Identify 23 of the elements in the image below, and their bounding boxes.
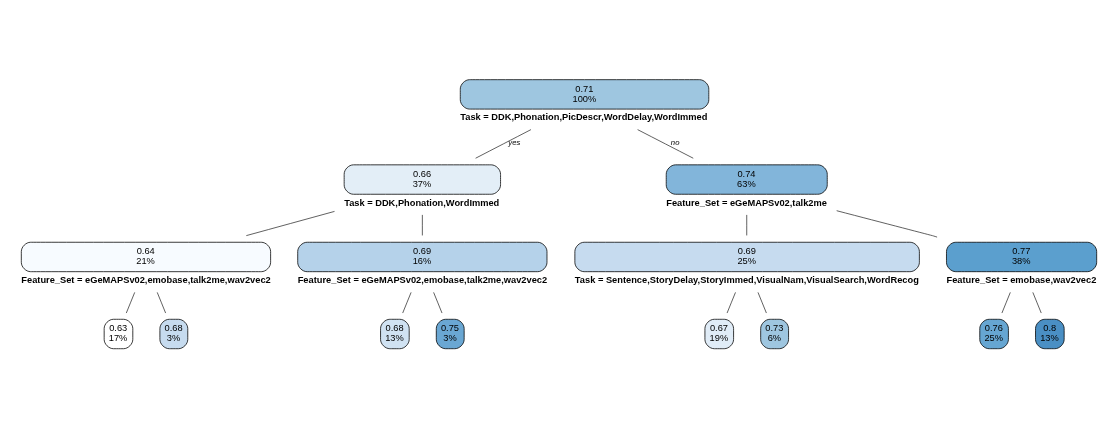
connector xyxy=(421,214,423,236)
node-label: Feature_Set = emobase,wav2vec2 xyxy=(946,274,1097,285)
connector xyxy=(1001,291,1011,313)
connector xyxy=(746,214,748,236)
connector xyxy=(637,128,694,159)
node-label: Task = DDK,Phonation,WordImmed xyxy=(344,197,500,208)
edge-label: yes xyxy=(508,137,521,147)
node-label: Feature_Set = eGeMAPSv02,emobase,talk2me,wav2vec2 xyxy=(21,274,271,285)
connector xyxy=(1032,291,1042,313)
node-label: Feature_Set = eGeMAPSv02,emobase,talk2me,wav2vec2 xyxy=(297,274,548,285)
connector xyxy=(402,291,412,313)
connector xyxy=(836,209,938,237)
edge-label: no xyxy=(670,137,680,147)
connector xyxy=(125,291,136,313)
node-label: Task = DDK,Phonation,PicDescr,WordDelay,WordImmed xyxy=(460,111,708,122)
connector xyxy=(433,291,443,313)
connector xyxy=(245,210,335,236)
node-label: Task = Sentence,StoryDelay,StoryImmed,VisualNam,VisualSearch,WordRecog xyxy=(574,274,919,285)
connector xyxy=(757,291,767,313)
node-label: Feature_Set = eGeMAPSv02,talk2me xyxy=(666,197,827,208)
connector xyxy=(726,291,736,313)
connector xyxy=(156,291,166,313)
connector xyxy=(475,128,532,159)
